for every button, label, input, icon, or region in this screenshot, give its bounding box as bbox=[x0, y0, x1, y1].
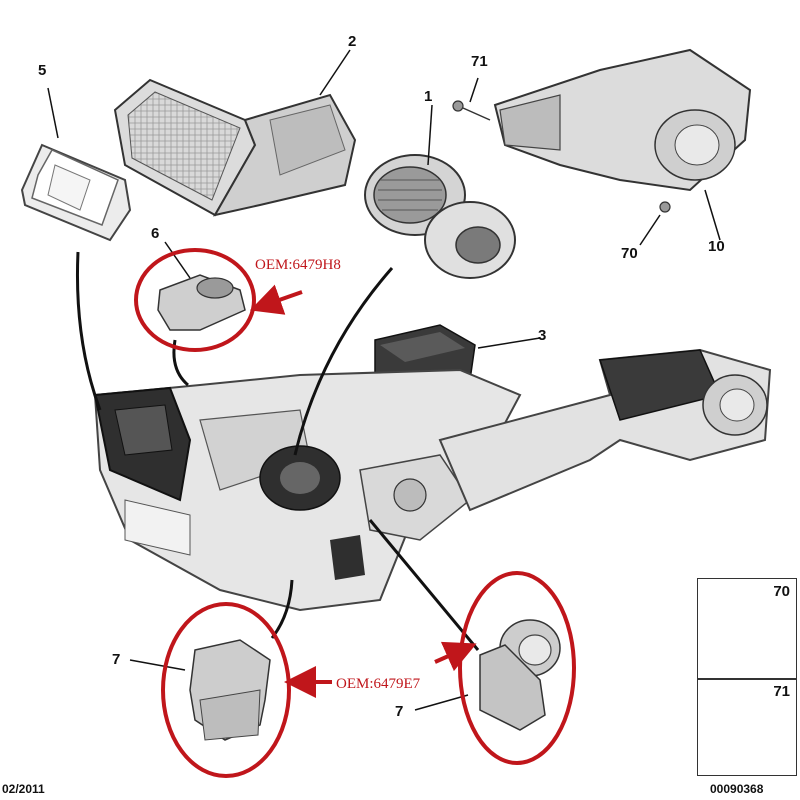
callout-2: 2 bbox=[348, 33, 357, 50]
part-6-actuator bbox=[157, 274, 246, 331]
callout-5: 5 bbox=[38, 62, 47, 79]
callout-3: 3 bbox=[538, 327, 547, 344]
callout-71: 71 bbox=[471, 53, 488, 70]
part-2-intake-box bbox=[113, 78, 357, 217]
part-5-filter-frame bbox=[20, 143, 132, 242]
hvac-assembly bbox=[93, 368, 522, 612]
callout-6: 6 bbox=[151, 225, 160, 242]
oem-label-bottom: OEM:6479E7 bbox=[336, 676, 421, 692]
callout-70: 70 bbox=[621, 245, 638, 262]
callout-7-left: 7 bbox=[112, 651, 121, 668]
leader-lines bbox=[47, 49, 721, 711]
footer-date: 02/2011 bbox=[2, 782, 45, 796]
part-7-actuator-left bbox=[189, 639, 271, 741]
rear-duct bbox=[438, 348, 772, 512]
inset-label-71: 71 bbox=[773, 683, 790, 700]
small-screws bbox=[452, 100, 671, 213]
footer-ref: 00090368 bbox=[710, 782, 764, 796]
red-arrows bbox=[249, 284, 477, 698]
inset-divider bbox=[698, 678, 796, 680]
inset-label-70: 70 bbox=[773, 583, 790, 600]
connection-lines bbox=[75, 251, 480, 651]
oem-label-top: OEM:6479H8 bbox=[255, 257, 341, 273]
part-10-blower-housing bbox=[493, 48, 752, 192]
part-1-blower-motor bbox=[364, 154, 516, 279]
callout-7-right: 7 bbox=[395, 703, 404, 720]
fastener-inset: 70 71 bbox=[697, 578, 797, 776]
callout-10: 10 bbox=[708, 238, 725, 255]
callout-1: 1 bbox=[424, 88, 433, 105]
part-7-actuator-right bbox=[479, 619, 561, 731]
